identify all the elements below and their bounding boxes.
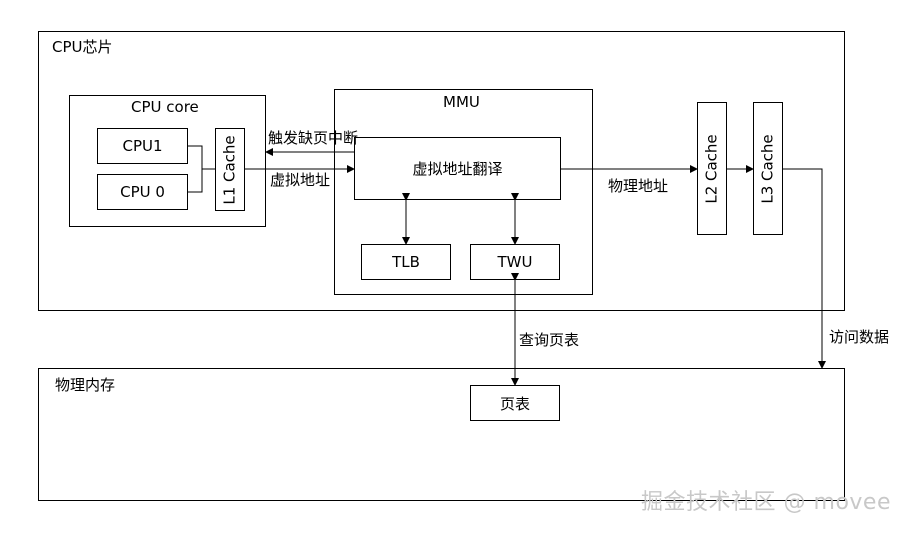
twu-box: TWU [470,244,560,280]
physical-memory-box [38,368,845,501]
page-fault-label: 触发缺页中断 [268,129,359,147]
cpu0-box: CPU 0 [97,174,188,210]
cpu1-box: CPU1 [97,128,188,164]
physical-memory-label: 物理内存 [55,376,116,394]
watermark: 掘金技术社区 @ movee [641,490,891,515]
tlb-box: TLB [361,244,451,280]
l2-cache-box: L2 Cache [697,102,727,235]
access-data-label: 访问数据 [829,328,890,346]
l1-cache-label: L1 Cache [221,134,240,205]
l3-cache-box: L3 Cache [753,102,783,235]
cpu-core-label: CPU core [131,98,199,116]
l3-cache-label: L3 Cache [759,133,778,204]
page-table-label: 页表 [499,394,530,413]
twu-label: TWU [497,253,533,271]
page-table-box: 页表 [470,385,560,421]
virtual-address-label: 虚拟地址 [270,171,331,189]
cpu1-label: CPU1 [122,137,163,155]
virtual-address-translation-box: 虚拟地址翻译 [354,137,561,200]
tlb-label: TLB [392,253,420,271]
l1-cache-box: L1 Cache [215,128,245,211]
query-page-table-label: 查询页表 [519,331,580,349]
cpu0-label: CPU 0 [120,183,165,201]
physical-address-label: 物理地址 [608,177,669,195]
mmu-label: MMU [443,93,480,111]
l2-cache-label: L2 Cache [703,133,722,204]
cpu-chip-label: CPU芯片 [52,38,113,56]
virtual-address-translation-label: 虚拟地址翻译 [412,160,503,178]
